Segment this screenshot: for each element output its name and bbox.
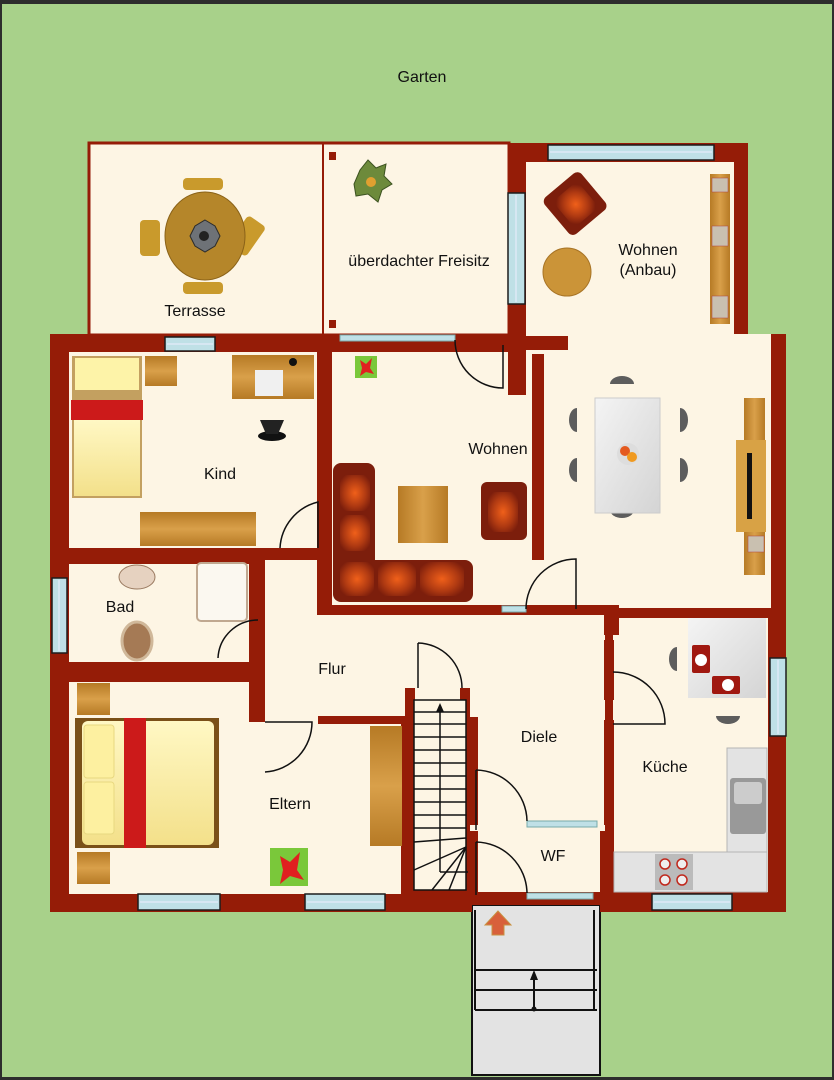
plant-icon (353, 159, 393, 203)
nightstand (145, 356, 177, 386)
kitchen-counter (613, 747, 768, 893)
terrace-table-set (140, 178, 265, 294)
sink-icon (118, 564, 156, 590)
nightstand (77, 683, 110, 715)
desk-chair (258, 420, 286, 441)
double-bed (75, 718, 219, 848)
label-kind: Kind (203, 466, 237, 483)
corner-sofa (333, 463, 473, 602)
lamp-icon (289, 358, 297, 366)
armchair-wohnen (481, 482, 527, 540)
dresser (140, 512, 256, 546)
label-wohnen-anbau: Wohnen (618, 242, 678, 259)
label-kueche: Küche (642, 759, 688, 776)
plant-icon (270, 848, 308, 886)
bookshelf-anbau (710, 174, 730, 324)
stair-arrow-icon (530, 970, 538, 980)
nightstand (77, 852, 110, 884)
label-diele: Diele (520, 729, 558, 746)
stair-up-arrow-icon (436, 703, 444, 712)
floor-wf (478, 830, 600, 892)
round-table-anbau (542, 247, 592, 297)
label-wohnen: Wohnen (468, 441, 528, 458)
label-wf: WF (540, 848, 566, 865)
entrance-arrow-icon (483, 910, 513, 936)
label-terrasse: Terrasse (164, 303, 226, 320)
pillar (329, 152, 336, 160)
pillar (329, 320, 336, 328)
coffee-table (398, 486, 448, 543)
label-flur: Flur (318, 661, 346, 678)
label-eltern: Eltern (269, 796, 311, 813)
dining-set (569, 376, 688, 518)
tv-cabinet (736, 398, 766, 575)
staircase (413, 699, 468, 891)
stove-icon (655, 854, 693, 890)
toilet-icon (120, 620, 154, 662)
wardrobe (370, 726, 402, 846)
kitchen-table-set (669, 618, 766, 724)
label-bad: Bad (105, 599, 135, 616)
label-garten: Garten (397, 69, 447, 86)
door-swings (217, 339, 666, 895)
label-freisitz: überdachter Freisitz (348, 253, 490, 270)
floor-diele (478, 660, 605, 826)
plant-icon (355, 356, 377, 378)
armchair-anbau (543, 172, 607, 235)
kids-bed (71, 356, 143, 498)
label-wohnen-anbau-sub: (Anbau) (619, 262, 677, 279)
paper (255, 370, 283, 396)
shower-icon (196, 562, 248, 622)
